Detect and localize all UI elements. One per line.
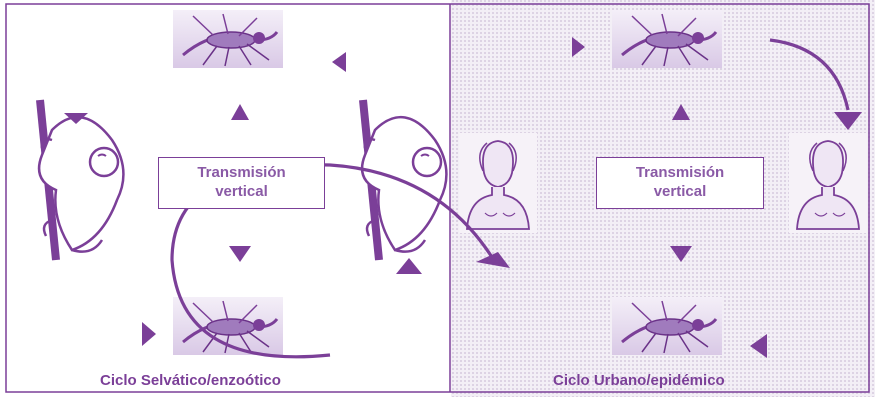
urban-cycle-caption: Ciclo Urbano/epidémico [553, 372, 725, 389]
sylvatic-transmission-line2: vertical [159, 182, 324, 201]
arrow-up-icon [231, 104, 249, 120]
arrow-right-icon [142, 322, 156, 346]
arrow-up-icon [396, 258, 422, 274]
sylvatic-transmission-box: Transmisión vertical [158, 157, 325, 209]
urban-transmission-line2: vertical [597, 182, 763, 201]
mosquito-icon [612, 10, 722, 68]
arrow-left-icon [332, 52, 346, 72]
sylvatic-cycle-caption: Ciclo Selvático/enzoótico [100, 372, 281, 389]
urban-transmission-box: Transmisión vertical [596, 157, 764, 209]
mosquito-icon [612, 297, 722, 355]
human-icon [459, 133, 537, 233]
monkey-icon [39, 100, 123, 260]
arrow-down-icon [229, 246, 251, 262]
human-icon [789, 133, 867, 233]
sylvatic-transmission-line1: Transmisión [159, 163, 324, 182]
urban-transmission-line1: Transmisión [597, 163, 763, 182]
mosquito-icon [173, 10, 283, 68]
